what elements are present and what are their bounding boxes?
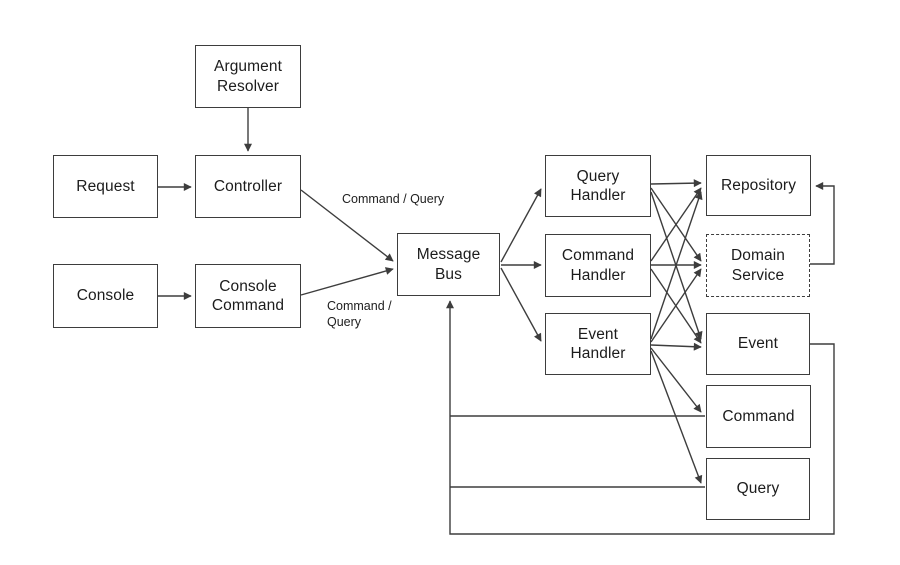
node-query-handler: Query Handler [545,155,651,217]
edge-message-bus-to-event-handler [500,267,542,342]
edge-label-console-command-to-message-bus: Command / Query [327,299,392,329]
edge-console-command-to-message-bus [300,267,394,296]
edge-domain-service-to-repository [810,182,835,265]
node-repository: Repository [706,155,811,216]
node-command-handler: Command Handler [545,234,651,297]
edge-query-handler-to-repository [650,179,702,188]
node-request: Request [53,155,158,218]
edge-event-handler-to-command [650,347,702,413]
node-event: Event [706,313,810,375]
edge-message-bus-to-query-handler [500,188,542,263]
edge-event-to-message-bus [446,300,835,535]
edge-command-handler-to-repository [650,187,702,262]
node-query: Query [706,458,810,520]
edge-event-handler-to-domain-service [650,268,702,343]
node-controller: Controller [195,155,301,218]
edge-controller-to-message-bus [300,189,394,262]
node-message-bus: Message Bus [397,233,500,296]
node-console-command: Console Command [195,264,301,328]
node-event-handler: Event Handler [545,313,651,375]
edge-label-controller-to-message-bus: Command / Query [342,192,445,206]
edge-event-handler-to-event [650,342,702,351]
node-command: Command [706,385,811,448]
node-argument-resolver: Argument Resolver [195,45,301,108]
node-console: Console [53,264,158,328]
edge-event-handler-to-repository [650,191,703,340]
edge-event-handler-to-query [650,350,703,484]
node-domain-service: Domain Service [706,234,810,297]
